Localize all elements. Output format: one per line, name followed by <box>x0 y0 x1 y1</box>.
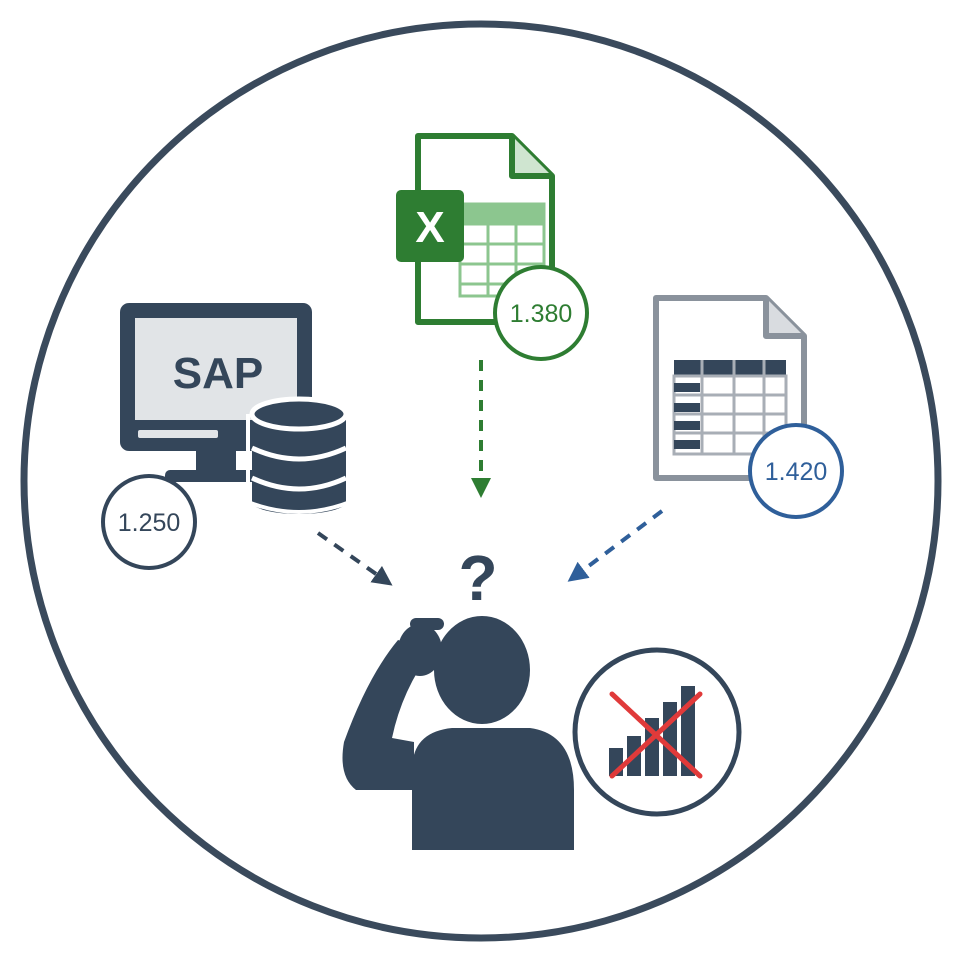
sap-value-badge: 1.250 <box>101 474 197 570</box>
monitor-neck <box>196 451 236 473</box>
sap-monitor-database-icon: SAP <box>120 303 352 514</box>
sap-label: SAP <box>173 349 263 398</box>
database-icon <box>246 396 352 514</box>
excel-value: 1.380 <box>510 300 573 328</box>
sap-value: 1.250 <box>118 509 181 537</box>
monitor-base <box>165 470 263 482</box>
spreadsheet-value-badge: 1.420 <box>748 423 844 519</box>
red-cross-mark <box>609 691 703 779</box>
spreadsheet-value: 1.420 <box>765 458 828 486</box>
spreadsheet-page-fold <box>763 298 804 339</box>
monitor-status-bar <box>138 430 218 438</box>
excel-x-label: X <box>415 203 444 252</box>
crossed-out-bar-chart-icon <box>572 647 742 817</box>
excel-x-badge <box>396 190 464 262</box>
arrow-spreadsheet-to-user <box>567 509 664 582</box>
arrow-sap-to-user <box>316 531 393 586</box>
outer-frame-circle <box>20 20 942 942</box>
excel-value-badge: 1.380 <box>493 265 589 361</box>
excel-page-fold <box>509 136 552 179</box>
confused-person-icon <box>342 616 574 850</box>
bar-chart-bars <box>609 686 695 776</box>
question-mark: ? <box>458 542 497 614</box>
